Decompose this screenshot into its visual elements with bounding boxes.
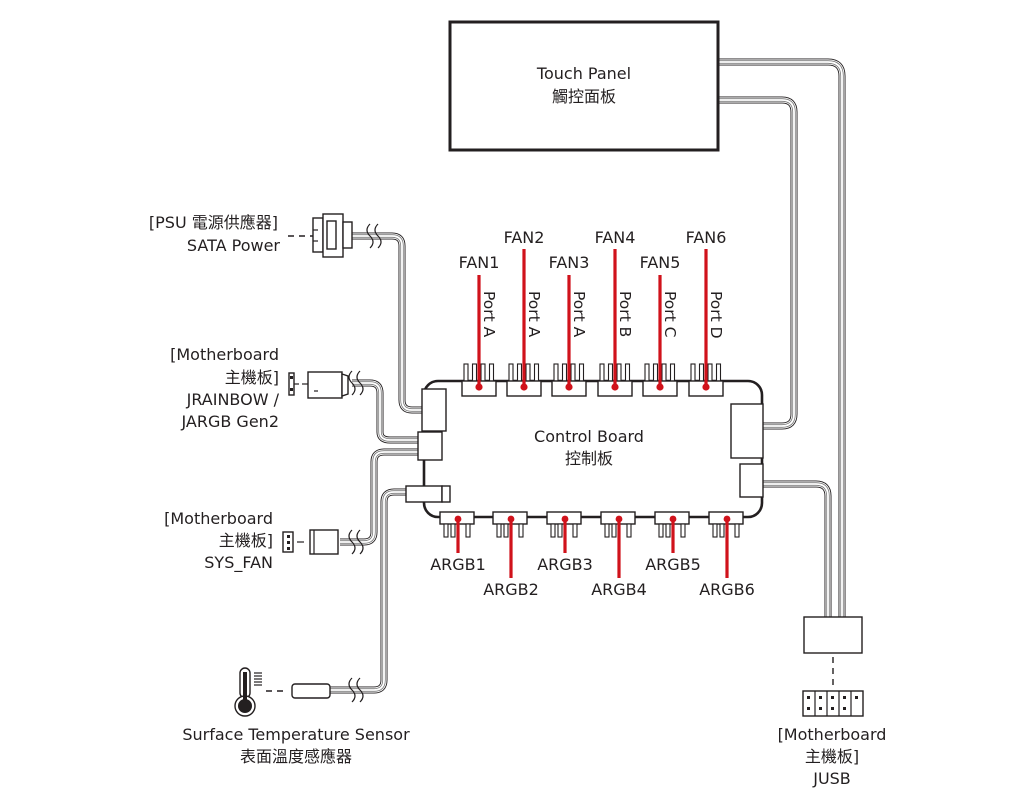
jusb-label-line3: JUSB xyxy=(812,769,851,788)
cable-temp-sensor xyxy=(330,488,408,694)
temp-sensor-label-en: Surface Temperature Sensor xyxy=(182,725,410,744)
fan-label: FAN6 xyxy=(686,228,727,247)
jusb-header-icon xyxy=(802,690,864,717)
cable-board-to-jusb xyxy=(760,480,832,618)
argb-pin-dot xyxy=(669,515,677,523)
jrainbow-sysfan-port xyxy=(417,431,443,461)
cable-break-marks xyxy=(348,223,382,703)
fan-pin-dot xyxy=(702,383,710,391)
fan-pin-dot xyxy=(565,383,573,391)
argb-label: ARGB5 xyxy=(645,555,701,574)
control-board-label-zh: 控制板 xyxy=(565,449,613,468)
cable-touch-to-jusb xyxy=(718,58,846,618)
argb-header-6: ARGB6 xyxy=(699,511,755,599)
psu-label-line1: [PSU 電源供應器] xyxy=(149,213,278,232)
port-label: Port A xyxy=(525,291,543,338)
sysfan-label-line3: SYS_FAN xyxy=(204,553,273,573)
jrainbow-connector: [Motherboard 主機板] JRAINBOW / JARGB Gen2 xyxy=(170,345,349,431)
argb-pin-dot xyxy=(723,515,731,523)
fan-label: FAN5 xyxy=(640,253,681,272)
argb-header-4: ARGB4 xyxy=(591,511,647,599)
jusb-connector: [Motherboard 主機板] JUSB xyxy=(778,616,887,788)
sys-fan-connector: [Motherboard 主機板] SYS_FAN xyxy=(164,509,339,573)
control-board-label-en: Control Board xyxy=(534,427,644,446)
argb-header-2: ARGB2 xyxy=(483,511,539,599)
jusb-label-line2: 主機板] xyxy=(805,747,859,766)
argb-pin-dot xyxy=(507,515,515,523)
usb-port xyxy=(739,463,764,498)
argb-pin-dot xyxy=(561,515,569,523)
touch-panel: Touch Panel 觸控面板 xyxy=(448,20,720,152)
jrainbow-label-line2: 主機板] xyxy=(225,368,279,387)
argb-label: ARGB2 xyxy=(483,580,539,599)
argb-pin-dot xyxy=(454,515,462,523)
sysfan-label-line2: 主機板] xyxy=(219,531,273,550)
cable-sys-fan xyxy=(340,448,420,546)
jrainbow-label-line3: JRAINBOW / xyxy=(186,390,280,409)
temp-sensor: Surface Temperature Sensor 表面溫度感應器 xyxy=(182,667,410,766)
cable-sata xyxy=(352,232,424,414)
touch-panel-label-en: Touch Panel xyxy=(536,64,631,83)
temp-sensor-port xyxy=(405,485,443,503)
fan-pin-dot xyxy=(656,383,664,391)
fan-pin-dot xyxy=(475,383,483,391)
jusb-label-line1: [Motherboard xyxy=(778,725,887,744)
port-label: Port A xyxy=(570,291,588,338)
jrainbow-label-line4: JARGB Gen2 xyxy=(180,412,279,431)
thermometer-icon xyxy=(234,667,262,717)
argb-pin-dot xyxy=(615,515,623,523)
argb-label: ARGB1 xyxy=(430,555,486,574)
port-label: Port D xyxy=(707,291,725,339)
argb-header-5: ARGB5 xyxy=(645,511,701,574)
fan-label: FAN2 xyxy=(504,228,545,247)
touch-panel-port xyxy=(730,403,764,459)
port-label: Port B xyxy=(616,291,634,337)
port-label: Port A xyxy=(480,291,498,338)
fan-pin-dot xyxy=(520,383,528,391)
fan-label: FAN4 xyxy=(595,228,636,247)
cables xyxy=(330,58,846,703)
psu-sata-connector: [PSU 電源供應器] SATA Power xyxy=(149,213,353,258)
argb-label: ARGB3 xyxy=(537,555,593,574)
temp-sensor-label-zh: 表面溫度感應器 xyxy=(240,747,352,766)
psu-label-line2: SATA Power xyxy=(187,236,281,255)
cable-touch-to-board xyxy=(718,96,798,430)
port-label: Port C xyxy=(661,291,679,337)
touch-panel-label-zh: 觸控面板 xyxy=(552,87,616,106)
jrainbow-label-line1: [Motherboard xyxy=(170,345,279,364)
argb-label: ARGB4 xyxy=(591,580,647,599)
argb-header-3: ARGB3 xyxy=(537,511,593,574)
argb-header-1: ARGB1 xyxy=(430,511,486,574)
fan-label: FAN1 xyxy=(459,253,500,272)
fan-pin-dot xyxy=(611,383,619,391)
sata-port xyxy=(421,388,447,432)
fan-label: FAN3 xyxy=(549,253,590,272)
argb-label: ARGB6 xyxy=(699,580,755,599)
cable-jrainbow xyxy=(352,379,420,444)
sysfan-label-line1: [Motherboard xyxy=(164,509,273,528)
control-board: Control Board 控制板 xyxy=(405,379,764,519)
